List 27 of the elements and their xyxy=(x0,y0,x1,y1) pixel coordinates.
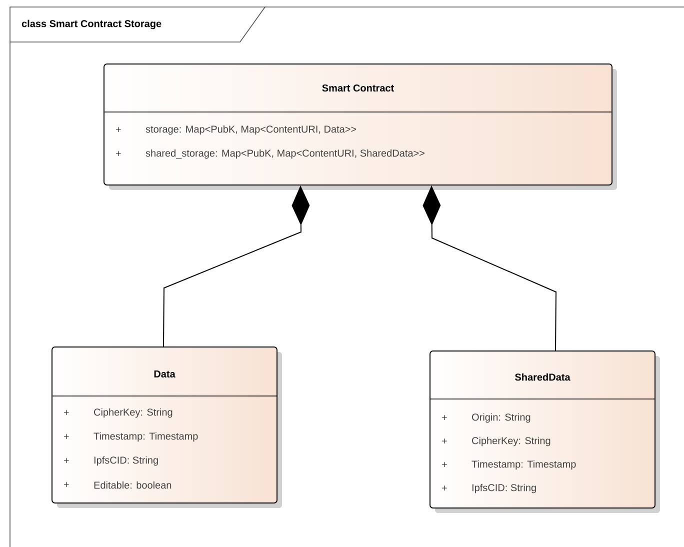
visibility-sign: + xyxy=(442,438,447,444)
class-box xyxy=(430,350,660,513)
visibility-sign: + xyxy=(64,482,69,488)
attribute: Origin: String xyxy=(472,413,530,423)
class-box xyxy=(52,346,282,508)
visibility-sign: + xyxy=(64,410,69,416)
visibility-sign: + xyxy=(116,127,121,132)
attribute: Timestamp: Timestamp xyxy=(94,432,198,442)
attribute: Timestamp: Timestamp xyxy=(472,460,576,470)
visibility-sign: + xyxy=(116,151,121,156)
attribute: shared_storage: Map<PubK, Map<ContentURI, SharedData>> xyxy=(146,149,424,159)
attribute: storage: Map<PubK, Map<ContentURI, Data>> xyxy=(146,125,356,135)
visibility-sign: + xyxy=(442,462,447,468)
attribute: Editable: boolean xyxy=(94,481,172,489)
visibility-sign: + xyxy=(442,486,447,491)
attribute: IpfsCID: String xyxy=(94,456,158,466)
class-box xyxy=(104,64,617,190)
visibility-sign: + xyxy=(442,415,447,420)
class-name: Smart Contract xyxy=(322,84,394,92)
class-name: Data xyxy=(154,370,176,378)
visibility-sign: + xyxy=(64,434,69,440)
frame-title-tab: class Smart Contract Storage xyxy=(10,6,266,42)
attribute: CipherKey: String xyxy=(94,408,172,418)
attribute: CipherKey: String xyxy=(472,436,550,446)
class-name: SharedData xyxy=(515,373,570,381)
visibility-sign: + xyxy=(64,458,69,464)
attribute: IpfsCID: String xyxy=(472,484,536,494)
